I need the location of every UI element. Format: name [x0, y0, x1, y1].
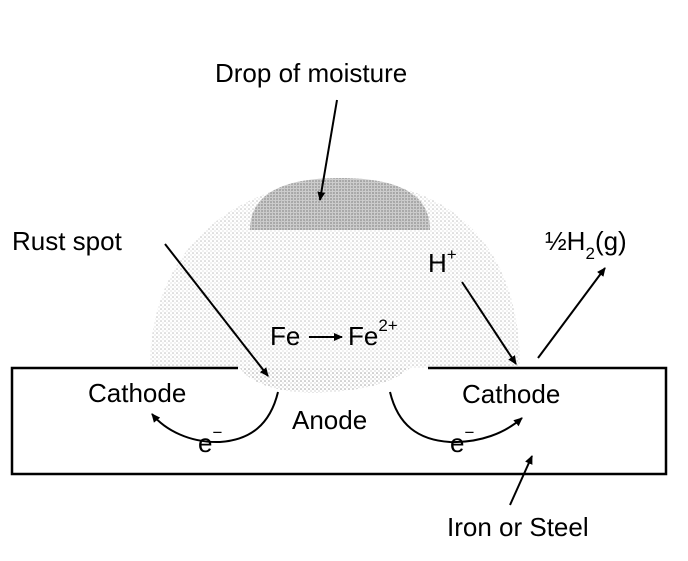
electron-flow-right-arrow [389, 391, 523, 444]
electron-right-charge: − [464, 423, 474, 442]
electron-right-symbol: e [450, 428, 464, 458]
hydrogen-gas-label: ½H2(g) [545, 226, 627, 263]
iron-pointer-arrow [509, 455, 533, 506]
iron-ion-label: Fe2+ [348, 316, 398, 351]
iron-slab [10, 366, 668, 476]
iron-ion-charge: 2+ [378, 316, 397, 335]
h2-arrow [537, 267, 606, 359]
rust-pointer-arrow [164, 243, 269, 377]
cathode-left-label: Cathode [88, 378, 186, 408]
electron-left-label: e− [198, 423, 222, 458]
drop-pointer-arrow [317, 99, 338, 201]
moisture-drop-core [250, 178, 430, 230]
hydrogen-ion-label: H+ [428, 245, 457, 278]
electron-flow-left-arrow [151, 391, 279, 444]
hydrogen-gas-subscript: 2 [585, 244, 594, 263]
cathode-right-label: Cathode [462, 379, 560, 409]
electron-left-symbol: e [198, 428, 212, 458]
hplus-arrow [461, 281, 517, 365]
hydrogen-gas-state: (g) [595, 226, 627, 256]
iron-label: Fe [270, 321, 300, 351]
electron-right-label: e− [450, 423, 474, 458]
hydrogen-ion-charge: + [447, 245, 457, 264]
electron-left-charge: − [212, 423, 222, 442]
rust-spot-label: Rust spot [12, 226, 123, 256]
drop-of-moisture-label: Drop of moisture [215, 58, 407, 88]
iron-or-steel-label: Iron or Steel [447, 512, 589, 542]
hydrogen-ion-symbol: H [428, 248, 447, 278]
hydrogen-gas-main: ½H [545, 226, 585, 256]
rust-spot [240, 368, 410, 393]
iron-ion-symbol: Fe [348, 321, 378, 351]
anode-label: Anode [292, 405, 367, 435]
